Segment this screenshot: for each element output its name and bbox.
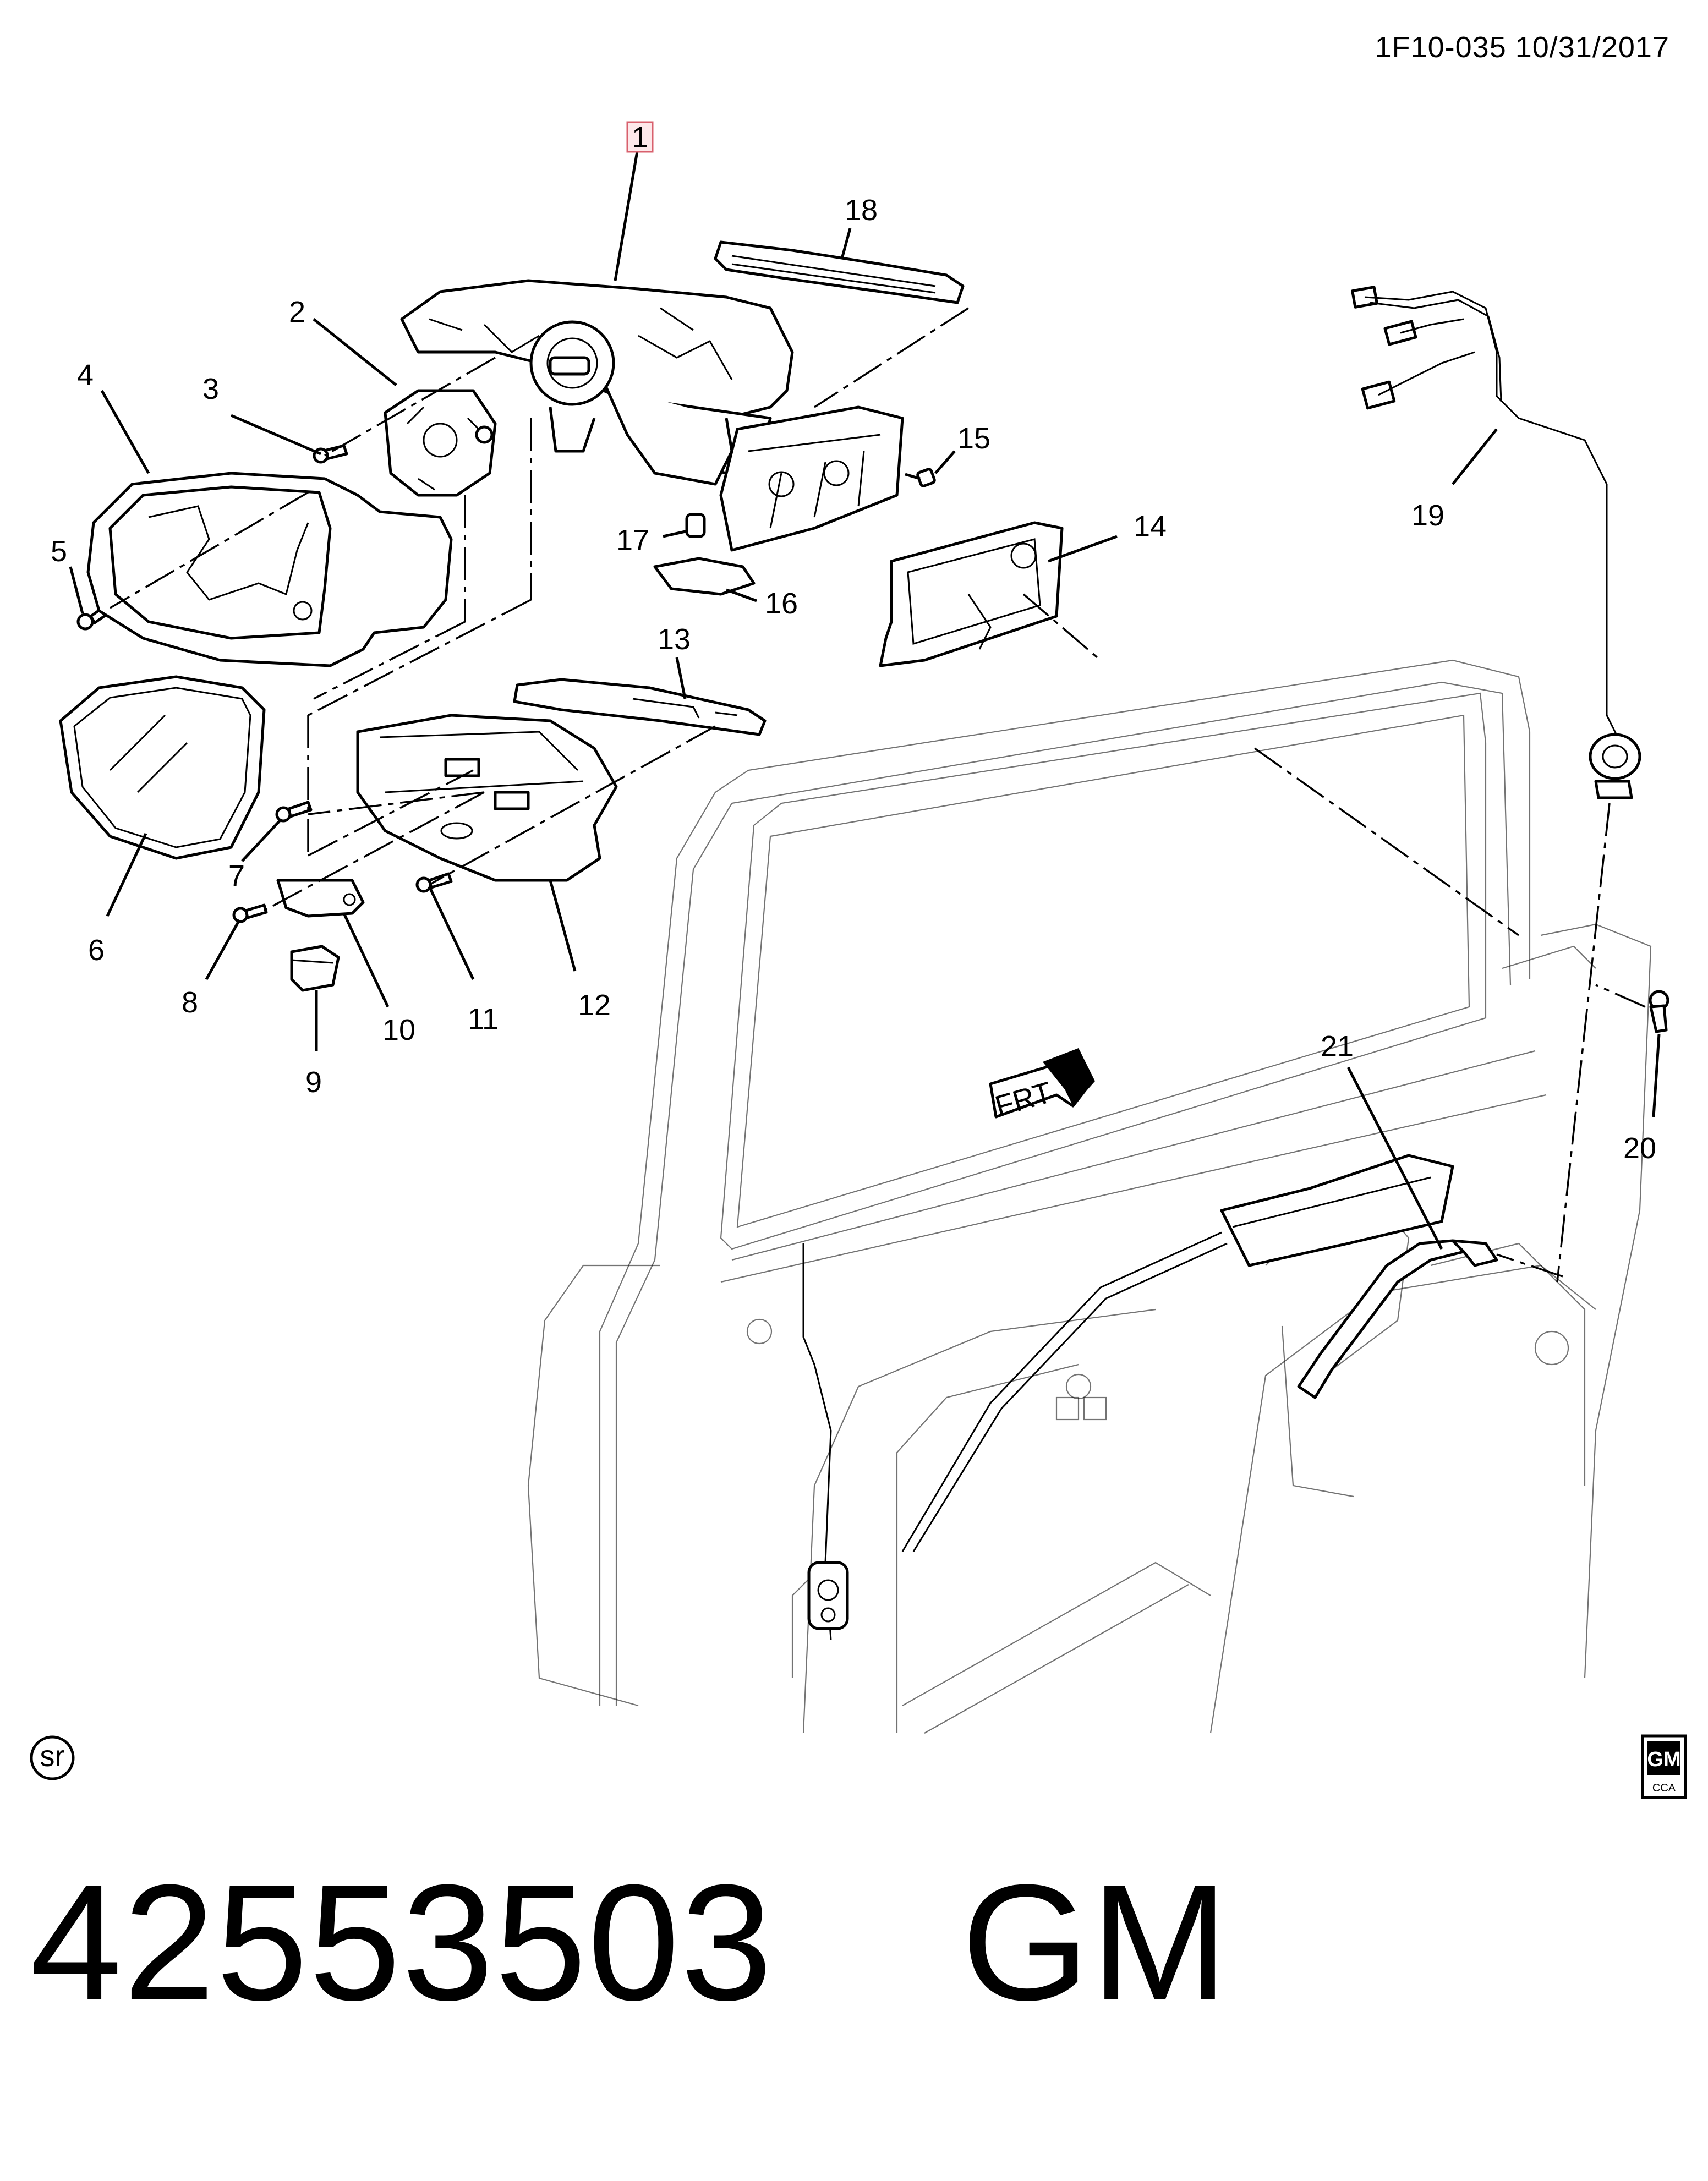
- callout-14: 14: [1134, 510, 1167, 543]
- part-12-mirror-base: [356, 714, 618, 882]
- part-2-mirror-motor: [384, 389, 497, 497]
- part-number: 42553503 GM: [30, 1850, 1230, 2035]
- callout-8: 8: [182, 986, 198, 1019]
- door-frame: [527, 659, 1652, 1734]
- callout-10: 10: [382, 1013, 415, 1046]
- alignment-lines: [110, 307, 1646, 1283]
- part-6-mirror-glass: [59, 675, 266, 860]
- part-15-screw: [905, 468, 936, 487]
- callout-12: 12: [578, 989, 611, 1022]
- sr-text: sr: [40, 1740, 65, 1773]
- callout-4: 4: [77, 359, 94, 392]
- callout-17: 17: [616, 524, 649, 557]
- part-13-turn-signal-lamp: [513, 678, 767, 736]
- part-20-screw: [1649, 990, 1669, 1033]
- part-19-wiring-harness: [1351, 286, 1641, 799]
- callout-18: 18: [845, 194, 878, 227]
- leader-lines: [69, 151, 1661, 1250]
- front-direction-arrow: FRT: [989, 1048, 1095, 1124]
- callout-19: 19: [1411, 499, 1444, 532]
- gm-logo: GM CCA: [1641, 1734, 1687, 1799]
- callout-13: 13: [658, 623, 691, 656]
- part-10-bracket: [276, 879, 365, 918]
- callout-2: 2: [289, 295, 305, 328]
- part-21-wire-conduit: [1297, 1239, 1498, 1399]
- callout-9: 9: [305, 1066, 322, 1099]
- gm-logo-subtext: CCA: [1652, 1782, 1676, 1794]
- part-8-screw: [232, 903, 268, 923]
- callout-1-highlight: [626, 121, 654, 153]
- mirror-mount-bracket: [719, 405, 904, 552]
- sr-symbol: sr: [30, 1735, 75, 1780]
- part-16-cover: [653, 557, 756, 596]
- gm-logo-text: GM: [1647, 1748, 1680, 1771]
- callout-1: 1: [632, 121, 648, 154]
- callout-labels: 1 18 2 3 4 5 6 7 8 9 10 11 12 13 14 15 1…: [51, 121, 1656, 1165]
- callout-20: 20: [1623, 1132, 1656, 1165]
- callout-21: 21: [1321, 1030, 1354, 1063]
- callout-5: 5: [51, 535, 67, 568]
- part-17-screw: [685, 513, 706, 538]
- diagram-reference-date: 1F10-035 10/31/2017: [1375, 31, 1669, 64]
- callout-15: 15: [957, 422, 990, 455]
- callout-7: 7: [228, 859, 245, 892]
- door-lock-rod: [901, 1231, 1222, 1552]
- part-18-trim-strip: [714, 240, 965, 304]
- part-11-screw: [415, 872, 453, 893]
- part-9-cap: [290, 945, 340, 992]
- callout-11: 11: [468, 1002, 499, 1035]
- part-7-screw: [275, 801, 313, 823]
- door-latch: [807, 1561, 849, 1630]
- callout-3: 3: [202, 372, 219, 405]
- callout-16: 16: [765, 587, 798, 620]
- callout-6: 6: [88, 934, 105, 967]
- part-14-mirror-gasket: [879, 521, 1064, 667]
- part-4-mirror-cover: [86, 472, 453, 667]
